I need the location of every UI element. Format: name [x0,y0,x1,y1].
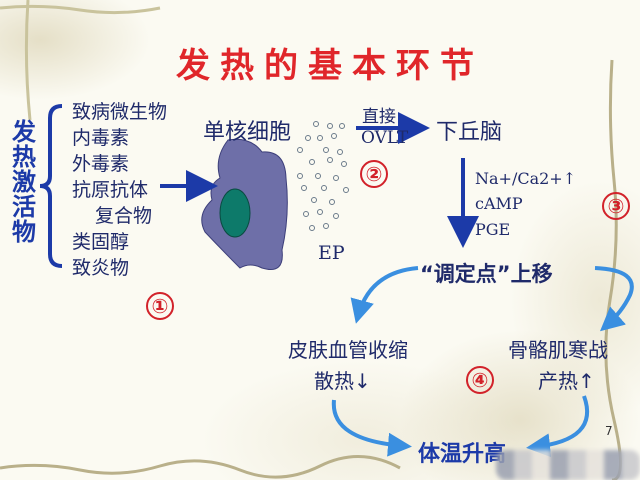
ep-label: EP [318,242,345,264]
ep-particle [297,147,303,153]
cell-label: 单核细胞 [203,120,292,145]
ep-particle [323,223,329,229]
ep-particle [301,185,307,191]
ep-particles [297,121,349,231]
ep-particle [331,133,337,139]
ep-particle [303,211,309,217]
ep-particle [343,187,349,193]
ep-particle [317,209,323,215]
ep-particle [329,199,335,205]
activator-item: 外毒素 [72,153,130,175]
ep-particle [339,123,345,129]
ep-particle [315,173,321,179]
ep-particle [333,175,339,181]
route-direct: 直接 [362,107,396,127]
ep-particle [321,185,327,191]
ep-particle [297,173,303,179]
ep-particle [305,135,311,141]
route-ovlt: OVLT [361,128,409,148]
vine-border-bottom [0,455,401,479]
page-number: 7 [605,424,613,438]
mediator: cAMP [475,194,523,213]
heat-loss: 散热↓ [314,369,371,393]
step-4: ④ [466,366,494,394]
mediator: Na+/Ca2+↑ [475,169,577,188]
watermark-blur [496,450,640,480]
ep-particle [311,197,317,203]
ep-particle [341,161,347,167]
ep-particle [323,147,329,153]
vine-border-left [24,0,32,121]
heat-production: 产热↑ [538,369,595,393]
body-temperature-rise: 体温升高 [418,442,507,467]
muscle-shivering: 骨骼肌寒战 [508,338,608,362]
activator-item: 内毒素 [72,127,130,149]
ep-particle [313,121,319,127]
activators-label: 发热激活物 [12,118,36,246]
arrow-to-muscle [594,266,634,332]
activator-item: 复合物 [95,205,153,227]
arrow-skin-to-result [331,399,412,457]
ep-particle [337,149,343,155]
vine-border-top [0,4,161,15]
ep-particle [309,159,315,165]
ep-particle [309,225,315,231]
vine-border-right [604,59,623,480]
brace [39,104,63,268]
ep-particle [317,135,323,141]
hypothalamus: 下丘脑 [436,120,503,145]
nucleus [219,188,251,238]
setpoint-shift: “调定点”上移 [420,262,553,286]
ep-particle [333,213,339,219]
ep-particle [327,157,333,163]
mediator: PGE [475,220,511,239]
ep-particle [327,123,333,129]
activator-item: 致炎物 [72,257,130,279]
step-3: ③ [602,192,630,220]
activator-item: 抗原抗体 [72,179,149,201]
slide-title: 发热的基本环节 [176,46,484,86]
arrow-muscle-to-result [526,395,590,458]
activator-item: 致病微生物 [72,101,168,123]
activator-item: 类固醇 [72,231,130,253]
arrow-to-skin [350,266,419,324]
step-1: ① [146,292,174,320]
step-2: ② [360,160,388,188]
skin-vasoconstriction: 皮肤血管收缩 [288,338,408,362]
